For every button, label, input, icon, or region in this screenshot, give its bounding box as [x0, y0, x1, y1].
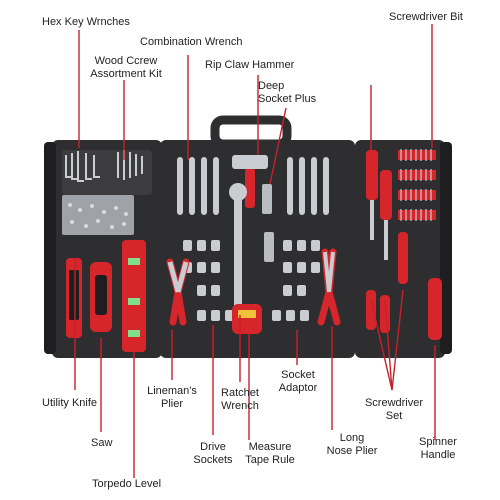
label-long-nose-plier: Long Nose Plier	[320, 432, 384, 458]
label-torpedo-level: Torpedo Level	[92, 478, 162, 490]
leader-lines	[74, 24, 436, 478]
label-screwdriver-set-line1: Screwdriver	[364, 397, 424, 409]
label-screwdriver-bit: Screwdriver Bit	[389, 11, 463, 23]
label-ratchet-line1: Ratchet	[221, 387, 259, 399]
label-wood-screw-line1: Wood Ccrew	[94, 55, 158, 67]
label-measure-tape-rule: Measure Tape Rule	[238, 441, 302, 467]
label-deep-socket-line1: Deep	[258, 80, 285, 92]
label-spinner-handle: Spinner Handle	[410, 436, 466, 462]
label-wood-screw-kit: Wood Ccrew Assortment Kit	[84, 55, 168, 81]
drive-sockets	[183, 240, 320, 321]
screwdriver-bits	[398, 149, 436, 221]
label-drive-sockets: Drive Sockets	[185, 441, 241, 467]
left-hinge	[44, 142, 56, 354]
combination-wrenches	[177, 157, 329, 215]
label-spinner-line2: Handle	[420, 449, 456, 461]
screw-assortment-box	[62, 195, 134, 235]
label-lineman-line2: Plier	[160, 398, 183, 410]
right-hinge	[440, 142, 452, 354]
label-ratchet-line2: Wrench	[221, 400, 259, 412]
ratchet-handle	[234, 198, 242, 308]
label-screwdriver-set-line2: Set	[385, 410, 403, 422]
label-rip-claw-hammer: Rip Claw Hammer	[205, 59, 295, 71]
center-case-panel	[160, 140, 355, 358]
label-utility-knife: Utility Knife	[42, 397, 98, 409]
label-spinner-line1: Spinner	[419, 436, 457, 448]
label-screwdriver-set: Screwdriver Set	[360, 397, 428, 423]
claw-hammer-head	[232, 155, 268, 169]
tape-measure	[232, 304, 262, 334]
label-wood-screw-line2: Assortment Kit	[90, 68, 162, 80]
label-deep-socket-line2: Socket Plus	[258, 93, 317, 105]
ratchet-head	[229, 183, 247, 201]
label-hex-key-wrenches: Hex Key Wrnches	[42, 16, 130, 28]
spinner-handle	[428, 278, 442, 340]
label-drive-line2: Sockets	[193, 454, 233, 466]
label-deep-socket-plus: Deep Socket Plus	[258, 80, 316, 106]
label-long-nose-line2: Nose Plier	[326, 445, 378, 457]
label-measure-line2: Tape Rule	[245, 454, 295, 466]
screwdrivers	[366, 150, 442, 340]
label-drive-line1: Drive	[200, 441, 226, 453]
label-socket-adaptor: Socket Adaptor	[270, 369, 326, 395]
deep-sockets	[262, 184, 274, 262]
label-long-nose-line1: Long	[339, 432, 365, 444]
label-combination-wrench: Combination Wrench	[140, 36, 243, 48]
label-saw: Saw	[91, 437, 113, 449]
label-socket-adaptor-line1: Socket	[281, 369, 315, 381]
claw-hammer-handle	[245, 168, 255, 208]
label-ratchet-wrench: Ratchet Wrench	[212, 387, 268, 413]
label-lineman-line1: Lineman's	[147, 385, 197, 397]
label-socket-adaptor-line2: Adaptor	[278, 382, 318, 394]
label-measure-line1: Measure	[248, 441, 292, 453]
hex-keys	[65, 150, 143, 182]
label-lineman-plier: Lineman's Plier	[140, 385, 204, 411]
torpedo-level	[122, 240, 146, 352]
